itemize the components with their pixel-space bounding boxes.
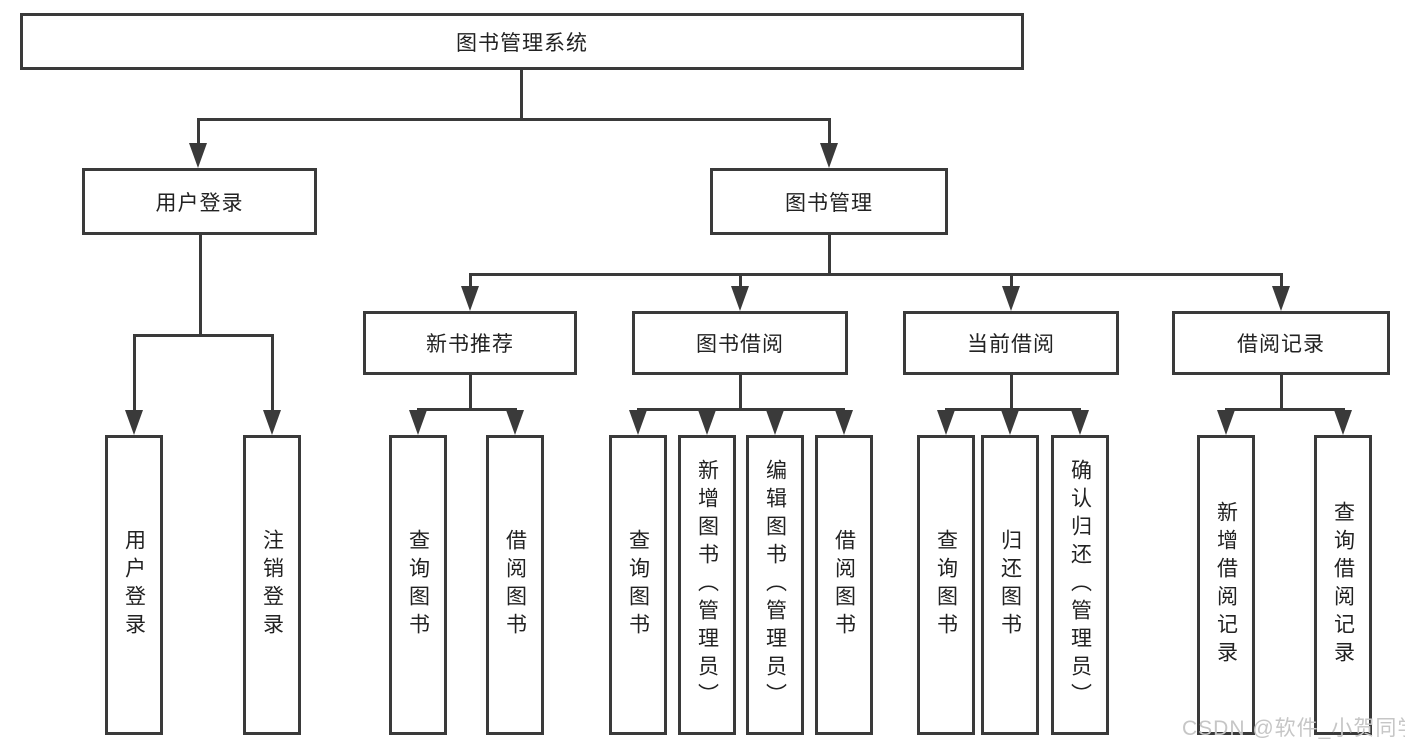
connector-line <box>1225 408 1345 411</box>
arrow-down-icon <box>1071 410 1089 435</box>
leaf-label: 归还图书 <box>998 529 1022 641</box>
arrow-down-icon <box>506 410 524 435</box>
arrow-down-icon <box>1217 410 1235 435</box>
connector-line <box>197 118 200 146</box>
root-node-library-system: 图书管理系统 <box>20 13 1024 70</box>
leaf-label: 新增借阅记录 <box>1214 501 1238 669</box>
connector-line <box>1280 375 1283 411</box>
leaf-query-books: 查询图书 <box>389 435 447 735</box>
connector-line <box>199 235 202 334</box>
node-label: 当前借阅 <box>967 333 1055 356</box>
leaf-label: 新增图书（管理员） <box>695 459 719 711</box>
leaf-label: 查询借阅记录 <box>1331 501 1355 669</box>
leaf-return-books: 归还图书 <box>981 435 1039 735</box>
leaf-edit-books-admin: 编辑图书（管理员） <box>746 435 804 735</box>
node-current-borrow: 当前借阅 <box>903 311 1119 375</box>
arrow-down-icon <box>766 410 784 435</box>
connector-line <box>469 273 472 288</box>
connector-line <box>828 118 831 146</box>
arrow-down-icon <box>835 410 853 435</box>
arrow-down-icon <box>731 286 749 311</box>
connector-line <box>637 408 845 411</box>
leaf-label: 注销登录 <box>260 529 284 641</box>
node-label: 新书推荐 <box>426 333 514 356</box>
leaf-label: 查询图书 <box>406 529 430 641</box>
node-book-management: 图书管理 <box>710 168 948 235</box>
arrow-down-icon <box>1001 410 1019 435</box>
leaf-label: 查询图书 <box>626 529 650 641</box>
arrow-down-icon <box>698 410 716 435</box>
leaf-query-books: 查询图书 <box>609 435 667 735</box>
leaf-label: 查询图书 <box>934 529 958 641</box>
leaf-add-borrow-record: 新增借阅记录 <box>1197 435 1255 735</box>
connector-line <box>469 273 1282 276</box>
root-node-label: 图书管理系统 <box>456 31 588 55</box>
connector-line <box>739 273 742 288</box>
connector-line <box>469 375 472 411</box>
leaf-borrow-books: 借阅图书 <box>815 435 873 735</box>
arrow-down-icon <box>461 286 479 311</box>
leaf-add-books-admin: 新增图书（管理员） <box>678 435 736 735</box>
node-book-borrow: 图书借阅 <box>632 311 848 375</box>
arrow-down-icon <box>125 410 143 435</box>
node-label: 图书管理 <box>785 191 873 215</box>
connector-line <box>739 375 742 411</box>
leaf-label: 用户登录 <box>122 529 146 641</box>
leaf-label: 确认归还（管理员） <box>1068 459 1092 711</box>
connector-line <box>271 334 274 412</box>
leaf-query-borrow-record: 查询借阅记录 <box>1314 435 1372 735</box>
csdn-watermark: CSDN @软件_小贺同学 <box>1182 717 1405 740</box>
connector-line <box>133 334 136 412</box>
node-label: 图书借阅 <box>696 333 784 356</box>
leaf-logout: 注销登录 <box>243 435 301 735</box>
connector-line <box>197 118 830 121</box>
node-user-login: 用户登录 <box>82 168 317 235</box>
connector-line <box>1280 273 1283 288</box>
arrow-down-icon <box>629 410 647 435</box>
connector-line <box>945 408 1081 411</box>
arrow-down-icon <box>820 143 838 168</box>
leaf-query-books: 查询图书 <box>917 435 975 735</box>
leaf-label: 借阅图书 <box>503 529 527 641</box>
arrow-down-icon <box>263 410 281 435</box>
connector-line <box>417 408 517 411</box>
leaf-label: 借阅图书 <box>832 529 856 641</box>
connector-line <box>133 334 274 337</box>
leaf-label: 编辑图书（管理员） <box>763 459 787 711</box>
arrow-down-icon <box>1334 410 1352 435</box>
leaf-borrow-books: 借阅图书 <box>486 435 544 735</box>
node-label: 借阅记录 <box>1237 333 1325 356</box>
node-borrow-records: 借阅记录 <box>1172 311 1390 375</box>
arrow-down-icon <box>409 410 427 435</box>
node-label: 用户登录 <box>155 191 244 215</box>
connector-line <box>828 235 831 273</box>
connector-line <box>1010 375 1013 411</box>
arrow-down-icon <box>1002 286 1020 311</box>
leaf-confirm-return-admin: 确认归还（管理员） <box>1051 435 1109 735</box>
arrow-down-icon <box>1272 286 1290 311</box>
connector-line <box>1010 273 1013 288</box>
arrow-down-icon <box>937 410 955 435</box>
leaf-user-login: 用户登录 <box>105 435 163 735</box>
node-new-book-recommend: 新书推荐 <box>363 311 577 375</box>
arrow-down-icon <box>189 143 207 168</box>
connector-line <box>520 70 523 118</box>
